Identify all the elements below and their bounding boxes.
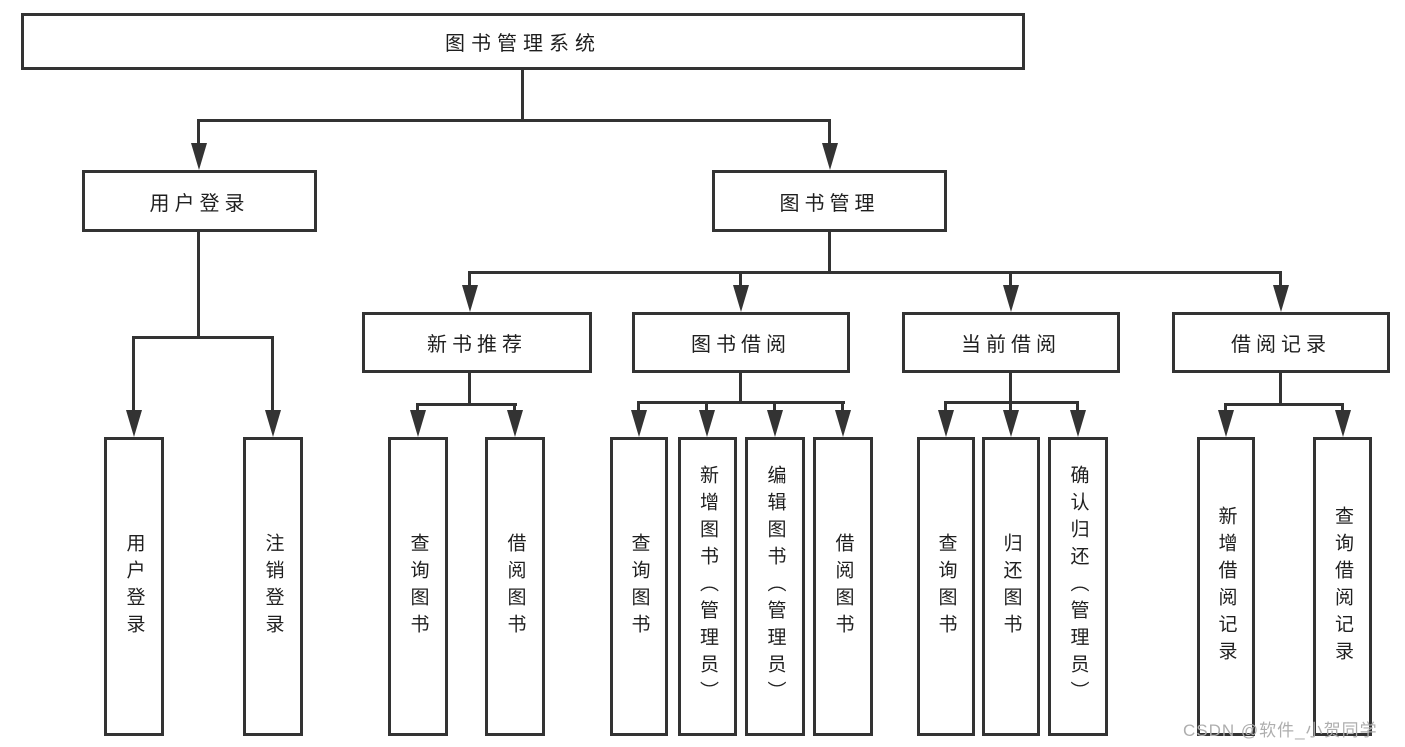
leaf-current-query-books: 查询图书 <box>917 437 975 736</box>
connector-line <box>1224 403 1344 406</box>
leaf-edit-book-admin: 编辑图书（管理员） <box>745 437 805 736</box>
leaf-borrow-query-books: 查询图书 <box>610 437 668 736</box>
connector-line <box>773 401 776 413</box>
connector-line <box>1009 401 1012 413</box>
watermark: CSDN @软件_小贺同学 <box>1183 721 1378 740</box>
node-borrow-records: 借阅记录 <box>1172 312 1390 373</box>
leaf-logout: 注销登录 <box>243 437 303 736</box>
connector-line <box>513 403 516 413</box>
connector-line <box>841 401 844 413</box>
leaf-add-borrow-record: 新增借阅记录 <box>1197 437 1255 736</box>
connector-line <box>828 119 831 146</box>
connector-line <box>1076 401 1079 413</box>
connector-line <box>521 70 524 121</box>
arrow-down-icon <box>767 410 783 437</box>
leaf-return-book: 归还图书 <box>982 437 1040 736</box>
connector-line <box>132 336 274 339</box>
connector-line <box>705 401 708 413</box>
connector-line <box>416 403 517 406</box>
leaf-borrow-borrow-books-label: 借阅图书 <box>832 532 854 641</box>
leaf-query-borrow-record-label: 查询借阅记录 <box>1332 505 1353 668</box>
leaf-confirm-return-admin-label: 确认归还（管理员） <box>1067 465 1089 708</box>
node-user-login: 用户登录 <box>82 170 317 232</box>
leaf-borrow-borrow-books: 借阅图书 <box>813 437 873 736</box>
arrow-down-icon <box>938 410 954 437</box>
leaf-newbook-query-books: 查询图书 <box>388 437 448 736</box>
leaf-edit-book-admin-label: 编辑图书（管理员） <box>764 465 786 708</box>
node-book-management: 图书管理 <box>712 170 947 232</box>
leaf-newbook-borrow-books: 借阅图书 <box>485 437 545 736</box>
connector-line <box>739 271 742 287</box>
node-book-management-label: 图书管理 <box>779 192 880 215</box>
leaf-confirm-return-admin: 确认归还（管理员） <box>1048 437 1108 736</box>
leaf-add-book-admin-label: 新增图书（管理员） <box>697 465 718 708</box>
connector-line <box>1279 271 1282 287</box>
node-root: 图书管理系统 <box>21 13 1025 70</box>
arrow-down-icon <box>126 410 142 437</box>
node-book-borrow-label: 图书借阅 <box>691 334 791 356</box>
node-current-borrow: 当前借阅 <box>902 312 1120 373</box>
leaf-newbook-borrow-books-label: 借阅图书 <box>504 532 526 641</box>
arrow-down-icon <box>1003 410 1019 437</box>
leaf-current-query-books-label: 查询图书 <box>935 532 957 641</box>
node-new-book-recommend-label: 新书推荐 <box>427 334 527 356</box>
connector-line <box>637 401 845 404</box>
connector-line <box>197 119 831 122</box>
leaf-logout-label: 注销登录 <box>262 532 284 641</box>
arrow-down-icon <box>410 410 426 437</box>
arrow-down-icon <box>462 285 478 312</box>
node-borrow-records-label: 借阅记录 <box>1231 334 1331 356</box>
arrow-down-icon <box>1335 410 1351 437</box>
leaf-query-borrow-record: 查询借阅记录 <box>1313 437 1372 736</box>
arrow-down-icon <box>631 410 647 437</box>
connector-line <box>1009 271 1012 287</box>
connector-line <box>637 401 640 413</box>
connector-line <box>1224 403 1227 413</box>
leaf-add-borrow-record-label: 新增借阅记录 <box>1215 505 1237 668</box>
leaf-return-book-label: 归还图书 <box>1000 532 1022 641</box>
arrow-down-icon <box>699 410 715 437</box>
arrow-down-icon <box>265 410 281 437</box>
connector-line <box>1009 373 1012 404</box>
connector-line <box>468 271 471 287</box>
connector-line <box>468 271 1282 274</box>
arrow-down-icon <box>733 285 749 312</box>
arrow-down-icon <box>1273 285 1289 312</box>
connector-line <box>416 403 419 413</box>
arrow-down-icon <box>507 410 523 437</box>
connector-line <box>828 232 831 274</box>
connector-line <box>271 336 274 413</box>
node-root-label: 图书管理系统 <box>445 33 601 55</box>
arrow-down-icon <box>835 410 851 437</box>
connector-line <box>197 232 200 339</box>
leaf-borrow-query-books-label: 查询图书 <box>628 532 650 641</box>
connector-line <box>739 373 742 404</box>
arrow-down-icon <box>1003 285 1019 312</box>
connector-line <box>197 119 200 146</box>
leaf-user-login: 用户登录 <box>104 437 164 736</box>
node-user-login-label: 用户登录 <box>149 192 250 215</box>
connector-line <box>944 401 947 413</box>
node-book-borrow: 图书借阅 <box>632 312 850 373</box>
leaf-newbook-query-books-label: 查询图书 <box>407 532 429 641</box>
connector-line <box>468 373 471 406</box>
arrow-down-icon <box>1070 410 1086 437</box>
node-new-book-recommend: 新书推荐 <box>362 312 592 373</box>
connector-line <box>132 336 135 413</box>
arrow-down-icon <box>191 143 207 170</box>
leaf-user-login-label: 用户登录 <box>123 532 145 641</box>
node-current-borrow-label: 当前借阅 <box>961 334 1061 356</box>
leaf-add-book-admin: 新增图书（管理员） <box>678 437 737 736</box>
arrow-down-icon <box>822 143 838 170</box>
arrow-down-icon <box>1218 410 1234 437</box>
connector-line <box>1341 403 1344 413</box>
connector-line <box>1279 373 1282 406</box>
